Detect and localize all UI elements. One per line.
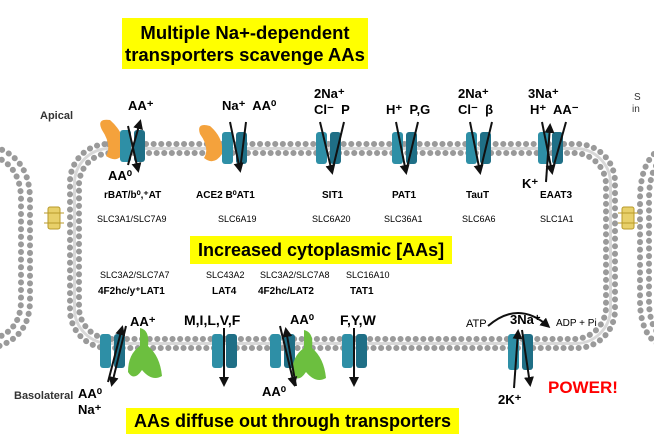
tat1-name: TAT1 [350,286,374,297]
transporter-y-lat1 [100,325,162,387]
transporter-tat1 [342,328,367,387]
power-label: POWER! [548,378,618,397]
eaat3-gene: SLC1A1 [540,214,574,224]
na-k-atpase [487,312,551,389]
y-lat1-substrate-top: AA⁺ [130,314,156,329]
eaat3-name: EAAT3 [540,190,573,201]
lat4-substrate: M,I,L,V,F [184,312,241,328]
tight-junction-right [618,206,638,230]
lat2-substrate-bottom: AA⁰ [262,384,286,399]
tat1-gene: SLC16A10 [346,270,390,280]
b0at1-name: ACE2 B⁰AT1 [196,190,255,201]
neighbor-cell-left-membrane [0,145,33,349]
eaat3-substrate-bottom: K⁺ [522,176,539,191]
transporter-pat1 [392,121,419,175]
edge-fragment-2: in [632,104,640,115]
y-lat1-name: 4F2hc/y⁺LAT1 [98,286,165,297]
lat4-gene: SLC43A2 [206,270,245,280]
transporter-lat4 [212,328,237,387]
tight-junction-left [44,206,64,230]
y-lat1-substrate-bottom-1: AA⁰ [78,386,102,401]
transporter-sit1 [316,121,345,175]
sit1-gene: SLC6A20 [312,214,351,224]
atpase-2k: 2K⁺ [498,392,522,407]
sit1-name: SIT1 [322,190,344,201]
basolateral-label: Basolateral [14,390,74,402]
transporter-lat2 [270,325,326,387]
transporter-b0at1 [199,121,247,173]
b0at1-substrate-top: Na⁺ AA⁰ [222,98,277,113]
y-lat1-substrate-bottom-2: Na⁺ [78,402,102,417]
pat1-substrate: H⁺ P,G [386,102,431,117]
rbat-substrate-top: AA⁺ [128,98,154,113]
transporter-taut [466,121,493,175]
tat1-substrate: F,Y,W [340,312,376,328]
scavenge-banner-line1: Multiple Na+-dependent [140,22,350,43]
lat2-name: 4F2hc/LAT2 [258,286,314,297]
pat1-name: PAT1 [392,190,417,201]
lat4-name: LAT4 [212,286,237,297]
neighbor-cell-right-membrane [637,149,654,346]
lat2-gene: SLC3A2/SLC7A8 [260,270,330,280]
scavenge-banner: Multiple Na+-dependent transporters scav… [122,18,368,69]
taut-substrate-2: Cl⁻ β [458,102,494,117]
atpase-3na: 3Na⁺ [510,312,541,327]
transporter-rbat [100,119,145,173]
cytoplasmic-aa-banner: Increased cytoplasmic [AAs] [190,236,453,264]
taut-substrate-1: 2Na⁺ [458,86,489,101]
lat2-substrate-top: AA⁰ [290,312,314,327]
eaat3-substrate-1: 3Na⁺ [528,86,559,101]
rbat-gene: SLC3A1/SLC7A9 [97,214,167,224]
b0at1-gene: SLC6A19 [218,214,257,224]
eaat3-substrate-2: H⁺ AA⁻ [530,102,579,117]
atpase-adp-pi: ADP + Pi [556,318,597,329]
atpase-atp: ATP [466,318,487,330]
sit1-substrate-1: 2Na⁺ [314,86,345,101]
pat1-gene: SLC36A1 [384,214,423,224]
scavenge-banner-line2: transporters scavenge AAs [125,44,365,65]
edge-fragment-1: S [634,92,641,103]
diffuse-out-banner: AAs diffuse out through transporters [126,408,460,434]
transporter-eaat3 [538,121,567,183]
apical-label: Apical [40,110,74,122]
taut-name: TauT [466,190,490,201]
y-lat1-gene: SLC3A2/SLC7A7 [100,270,170,280]
rbat-name: rBAT/b⁰,⁺AT [104,190,162,201]
rbat-substrate-bottom: AA⁰ [108,168,132,183]
taut-gene: SLC6A6 [462,214,496,224]
sit1-substrate-2: Cl⁻ P [314,102,350,117]
